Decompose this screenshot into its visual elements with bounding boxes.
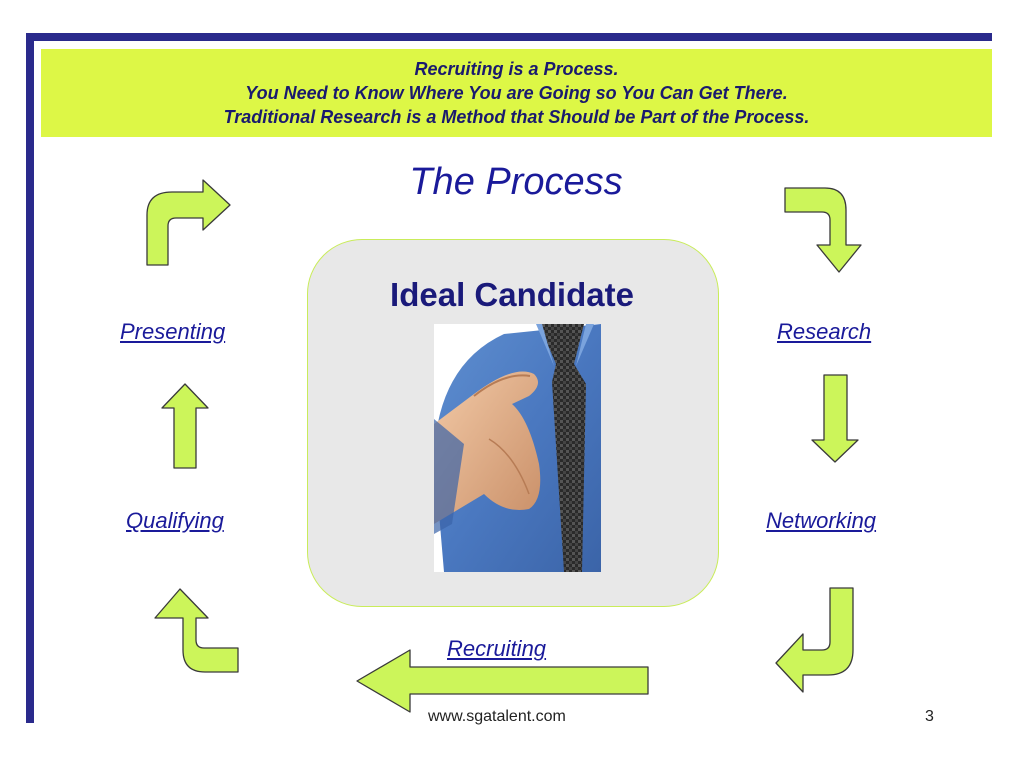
businessman-handshake-image: [434, 324, 601, 572]
slide-title: The Process: [409, 161, 623, 203]
step-networking: Networking: [766, 508, 877, 533]
qualifying-to-presenting-arrow-icon: [161, 383, 209, 469]
step-qualifying: Qualifying: [126, 508, 224, 533]
slide-top-border: [26, 33, 992, 41]
slide-left-border: [26, 33, 34, 723]
qualifying-from-recruiting-arrow-icon: [154, 588, 239, 673]
networking-to-recruiting-arrow-icon: [775, 587, 854, 693]
header-line-3: Traditional Research is a Method that Sh…: [223, 107, 810, 127]
header-line-2: You Need to Know Where You are Going so …: [245, 83, 788, 103]
header-line-1: Recruiting is a Process.: [414, 59, 619, 79]
step-research: Research: [777, 319, 872, 344]
step-recruiting: Recruiting: [447, 636, 547, 661]
to-research-arrow-icon: [784, 187, 862, 273]
recruiting-to-qualifying-arrow-icon: [356, 649, 649, 713]
footer-url: www.sgatalent.com: [428, 708, 566, 725]
page-number: 3: [925, 708, 934, 725]
research-to-networking-arrow-icon: [811, 374, 859, 463]
step-presenting: Presenting: [120, 319, 226, 344]
ideal-candidate-title: Ideal Candidate: [390, 276, 634, 313]
handshake-photo: [434, 324, 601, 572]
presenting-to-research-arrow-icon: [146, 179, 231, 266]
header-banner: Recruiting is a Process. You Need to Kno…: [41, 49, 992, 137]
